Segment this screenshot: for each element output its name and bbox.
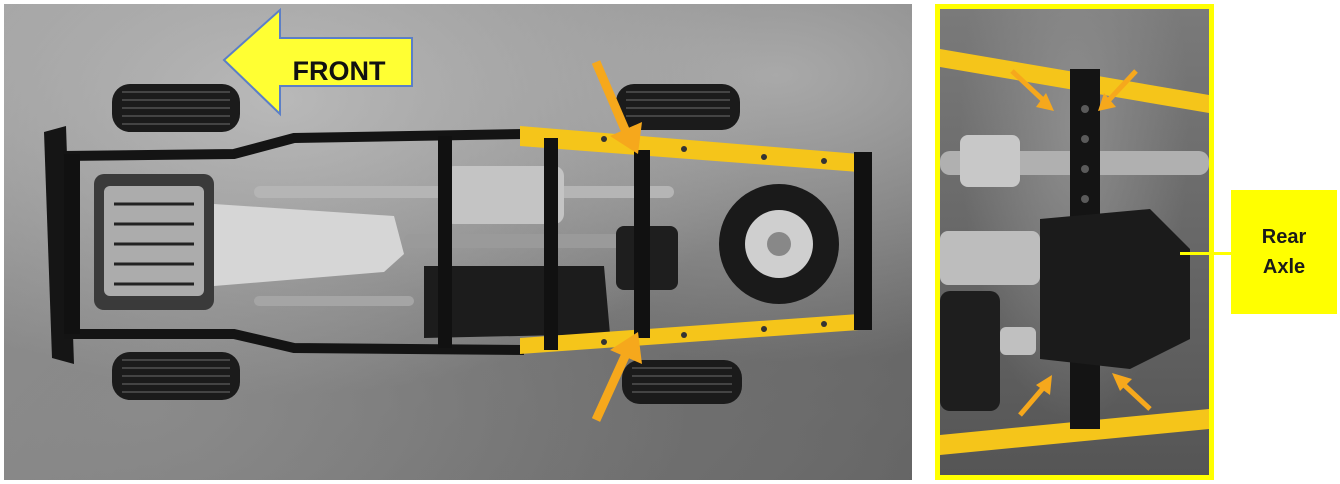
detail-frame-rail-bottom [940,409,1209,455]
rear-right-wheel [622,360,742,404]
chassis-illustration [44,7,872,422]
frame-rails-black [63,129,525,355]
detail-differential [1040,209,1190,369]
spare-tire [719,184,839,304]
detail-exhaust-clamp [960,135,1020,187]
muffler [444,166,564,224]
front-left-wheel [112,84,240,132]
transmission [214,204,404,286]
front-arrow [222,7,413,117]
rear-axle-callout: Rear Axle [1231,190,1337,314]
detail-muffler-end [940,231,1040,285]
crossmembers [64,136,872,350]
pointer-arrows [591,60,642,422]
detail-pointer-arrows [1010,69,1152,417]
driveshaft [404,234,624,248]
frame-highlight-yellow [520,126,859,354]
rear-left-wheel [616,84,740,130]
callout-leader-line [1180,252,1232,255]
rear-axle-detail-photo [935,4,1214,480]
detail-driveshaft-joint [1000,327,1036,355]
callout-line-1: Rear [1261,226,1307,248]
callout-line-2: Axle [1262,256,1306,278]
front-right-wheel [112,352,240,400]
front-arrow-label: FRONT [292,56,386,86]
chassis-photo: FRONT [4,4,912,480]
rear-axle-detail-illustration [940,49,1209,455]
detail-fuel-tank-edge [940,291,1000,411]
engine-block [94,174,214,310]
exhaust-pipe-lower [254,296,414,306]
fuel-tank [424,266,610,338]
